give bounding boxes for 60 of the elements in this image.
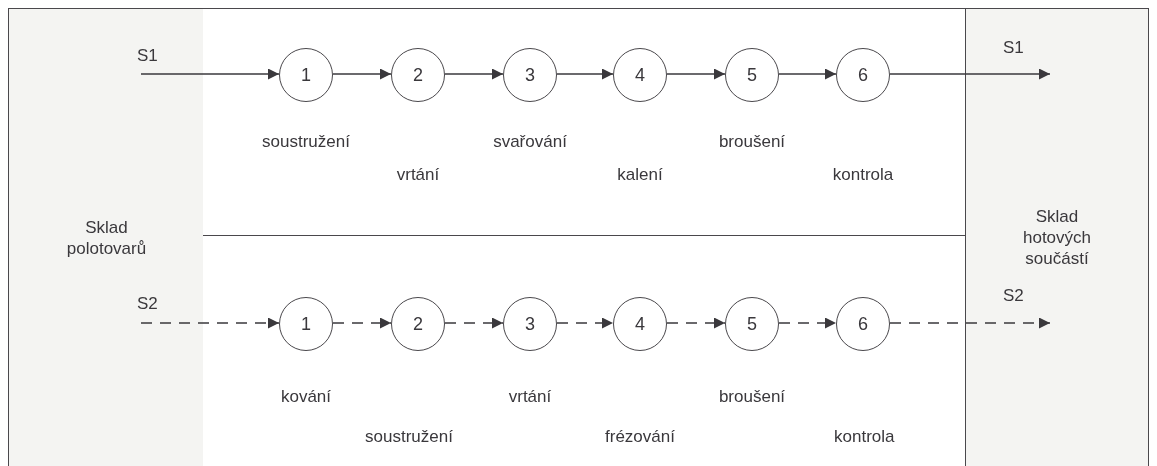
flow-label: S1: [1003, 38, 1024, 58]
arrow: [140, 68, 280, 80]
step-number: 4: [635, 313, 645, 335]
step-number: 1: [301, 313, 311, 335]
process-circle: [391, 297, 445, 351]
arrow: [778, 68, 837, 80]
step-number: 6: [858, 313, 868, 335]
process-band: [203, 8, 965, 235]
flow-label: S1: [137, 46, 158, 66]
step-number: 1: [301, 64, 311, 86]
arrow: [666, 68, 726, 80]
arrow: [556, 68, 614, 80]
process-circle: [836, 48, 890, 102]
process-circle: [613, 48, 667, 102]
storage-panel: [965, 8, 1149, 466]
operation-label: kalení: [617, 165, 663, 185]
step-number: 6: [858, 64, 868, 86]
process-circle: [391, 48, 445, 102]
arrow: [332, 317, 392, 329]
process-circle: [725, 48, 779, 102]
storage-panel: [8, 8, 205, 466]
storage-label: Sklad hotových součástí: [1021, 206, 1092, 269]
step-number: 2: [413, 64, 423, 86]
step-number: 3: [525, 64, 535, 86]
flow-label: soustružení: [365, 427, 453, 447]
operation-label: broušení: [718, 387, 786, 407]
arrow: [444, 68, 504, 80]
arrow: [332, 68, 392, 80]
process-circle: [279, 48, 333, 102]
operation-label: svařování: [493, 132, 567, 152]
process-circle: [836, 297, 890, 351]
operation-label: broušení: [718, 132, 786, 152]
process-band: [203, 235, 965, 466]
process-circle: [503, 297, 557, 351]
operation-label: kontrola: [832, 165, 894, 185]
arrow: [889, 317, 1051, 329]
process-circle: [613, 297, 667, 351]
flow-label: S2: [1003, 286, 1024, 306]
arrow: [889, 68, 1051, 80]
arrow: [556, 317, 614, 329]
flow-label: S2: [137, 294, 158, 314]
operation-label: vrtání: [396, 165, 440, 185]
step-number: 4: [635, 64, 645, 86]
arrow: [140, 317, 280, 329]
flow-label: frézování: [605, 427, 675, 447]
arrow: [666, 317, 726, 329]
operation-label: kování: [280, 387, 332, 407]
step-number: 5: [747, 64, 757, 86]
arrow: [444, 317, 504, 329]
operation-label: vrtání: [508, 387, 552, 407]
step-number: 2: [413, 313, 423, 335]
arrow: [778, 317, 837, 329]
process-circle: [503, 48, 557, 102]
storage-label: Sklad polotovarů: [65, 216, 148, 259]
step-number: 3: [525, 313, 535, 335]
flow-label: kontrola: [834, 427, 895, 447]
operation-label: soustružení: [262, 132, 350, 152]
process-circle: [279, 297, 333, 351]
step-number: 5: [747, 313, 757, 335]
process-circle: [725, 297, 779, 351]
